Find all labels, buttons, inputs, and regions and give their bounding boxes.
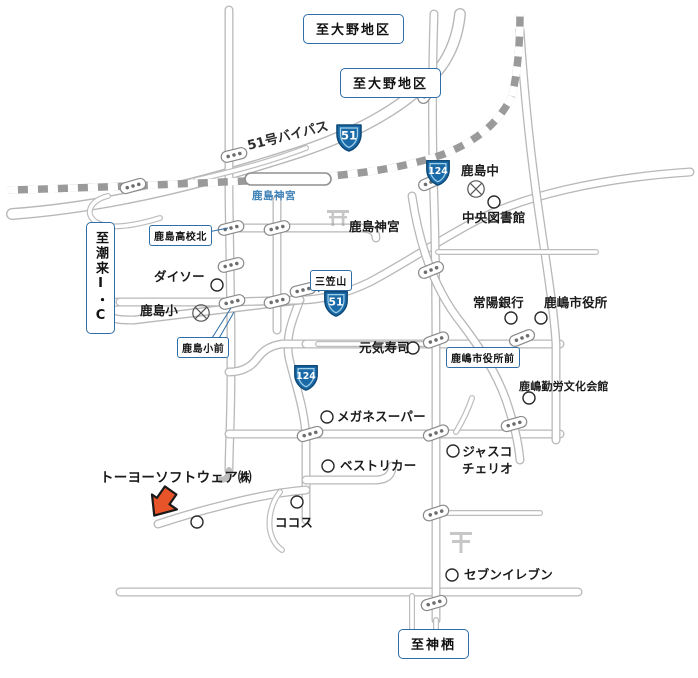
poi-label-kashima-junior-high-school: 鹿島中 <box>461 163 500 178</box>
traffic-signal <box>417 261 445 279</box>
railway-ties-horizontal <box>7 94 516 194</box>
traffic-signal <box>218 294 246 310</box>
road-route51-east <box>295 167 695 305</box>
intersection-sign-kashima-shiyakusho-mae[interactable]: 鹿嶋市役所前 <box>446 347 520 368</box>
poi-label-kashima-labor-culture-hall: 鹿嶋勤労文化会館 <box>519 380 609 393</box>
route-shield-51-number: 51 <box>341 129 357 143</box>
poi-dot-genki-sushi <box>406 341 420 355</box>
poi-dot-megane-super <box>320 410 334 424</box>
road-route51-bypass-fill <box>7 9 465 219</box>
route-shield-51-mikasayama: 51 <box>322 288 350 322</box>
poi-label-seven-eleven: セブンイレブン <box>464 567 553 582</box>
road-vertical-g-fill <box>516 26 560 444</box>
poi-dot-daiso <box>210 278 224 292</box>
traffic-signal <box>263 220 291 236</box>
traffic-signal <box>422 424 450 442</box>
traffic-signal <box>217 220 245 236</box>
poi-label-kashima-city-hall: 鹿嶋市役所 <box>544 295 608 310</box>
poi-label-kashima-elementary-school: 鹿島小 <box>140 303 179 318</box>
route-shield-51b-number: 51 <box>329 295 344 308</box>
poi-dot-labor-culture-hall <box>522 391 536 405</box>
poi-label-kashima-jingu-shrine: 鹿島神宮 <box>349 219 400 234</box>
poi-markers <box>190 195 548 582</box>
destination-label-toyo-software: トーヨーソフトウェア㈱ <box>100 470 252 486</box>
poi-dot-central-library <box>487 195 501 209</box>
road-bestliquor-fill <box>302 462 396 484</box>
poi-label-genki-sushi: 元気寿司 <box>359 340 410 355</box>
road-route124-fill <box>284 296 310 524</box>
direction-sign-to-ono-district-north[interactable]: 至大野地区 <box>303 14 405 44</box>
road-vertical-a2-fill <box>225 368 235 474</box>
poi-dot-city-hall <box>534 311 548 325</box>
traffic-signal <box>119 177 147 195</box>
railway-ties-north <box>508 13 524 97</box>
poi-dot-joyo-bank <box>504 311 518 325</box>
poi-label-central-library: 中央図書館 <box>462 210 526 225</box>
traffic-signal <box>422 504 450 522</box>
road-connector-jusco-fill <box>454 396 474 434</box>
poi-label-joyo-bank: 常陽銀行 <box>473 295 524 310</box>
direction-sign-to-itako-ic[interactable]: 至潮来I・C <box>86 222 115 334</box>
route-shield-124-south: 124 <box>292 362 320 396</box>
railway-line <box>7 13 524 194</box>
road-vertical-e-fill <box>429 10 440 624</box>
route-shield-124b-number: 124 <box>296 371 316 382</box>
road-h-midblock-west-fill <box>225 340 310 376</box>
road-cap-a <box>217 467 232 483</box>
road-h-koko-kita-fill <box>225 224 380 242</box>
poi-dot-seven-eleven <box>445 568 459 582</box>
poi-dot-best-liquor <box>321 459 335 473</box>
route-shield-124-north: 124 <box>424 157 452 191</box>
post-office-icon <box>450 532 472 553</box>
road-route51-east-fill <box>296 168 694 304</box>
road-bypass-siding-fill <box>194 146 308 182</box>
poi-label-daiso: ダイソー <box>154 269 205 284</box>
traffic-signal <box>508 329 536 347</box>
traffic-signal <box>500 415 528 433</box>
poi-label-best-liquor: ベストリカー <box>340 458 417 473</box>
school-icon-kashima-junior-high <box>467 180 485 198</box>
station-platform <box>244 172 332 186</box>
intersection-sign-kashima-sho-mae[interactable]: 鹿島小前 <box>177 337 230 358</box>
road-vertical-f-fill <box>408 192 524 464</box>
traffic-signal <box>220 147 248 163</box>
leader-kashima-sho-mae <box>211 307 235 341</box>
poi-dot-cocos <box>290 495 304 509</box>
traffic-signal <box>217 257 245 273</box>
route-shield-51-bypass: 51 <box>334 121 364 157</box>
road-cocos-branch-fill <box>267 490 284 552</box>
direction-sign-to-ono-district-east[interactable]: 至大野地区 <box>340 68 442 98</box>
route-shield-124-number: 124 <box>428 166 448 177</box>
traffic-signal <box>296 425 324 443</box>
traffic-signal <box>263 293 291 309</box>
direction-sign-to-kamisu[interactable]: 至神栖 <box>398 629 470 659</box>
poi-dot-jusco-cherio <box>446 444 460 458</box>
school-icon-kashima-elementary <box>192 304 210 322</box>
intersection-sign-mikasayama[interactable]: 三笠山 <box>310 270 352 291</box>
poi-label-cocos: ココス <box>275 515 314 530</box>
poi-label-megane-super: メガネスーパー <box>337 409 426 424</box>
torii-icon <box>327 210 349 226</box>
poi-dot-unnamed <box>190 515 204 529</box>
road-to-destination-fill <box>154 486 310 528</box>
traffic-signal <box>420 594 448 612</box>
intersection-sign-kashima-koko-kita[interactable]: 鹿島高校北 <box>149 225 212 246</box>
station-label-kashima-jingu: 鹿島神宮 <box>252 190 296 202</box>
traffic-signal <box>422 331 450 349</box>
destination-arrow-marker <box>150 485 178 517</box>
poi-label-jusco-cherio: ジャスコ チェリオ <box>462 444 513 476</box>
